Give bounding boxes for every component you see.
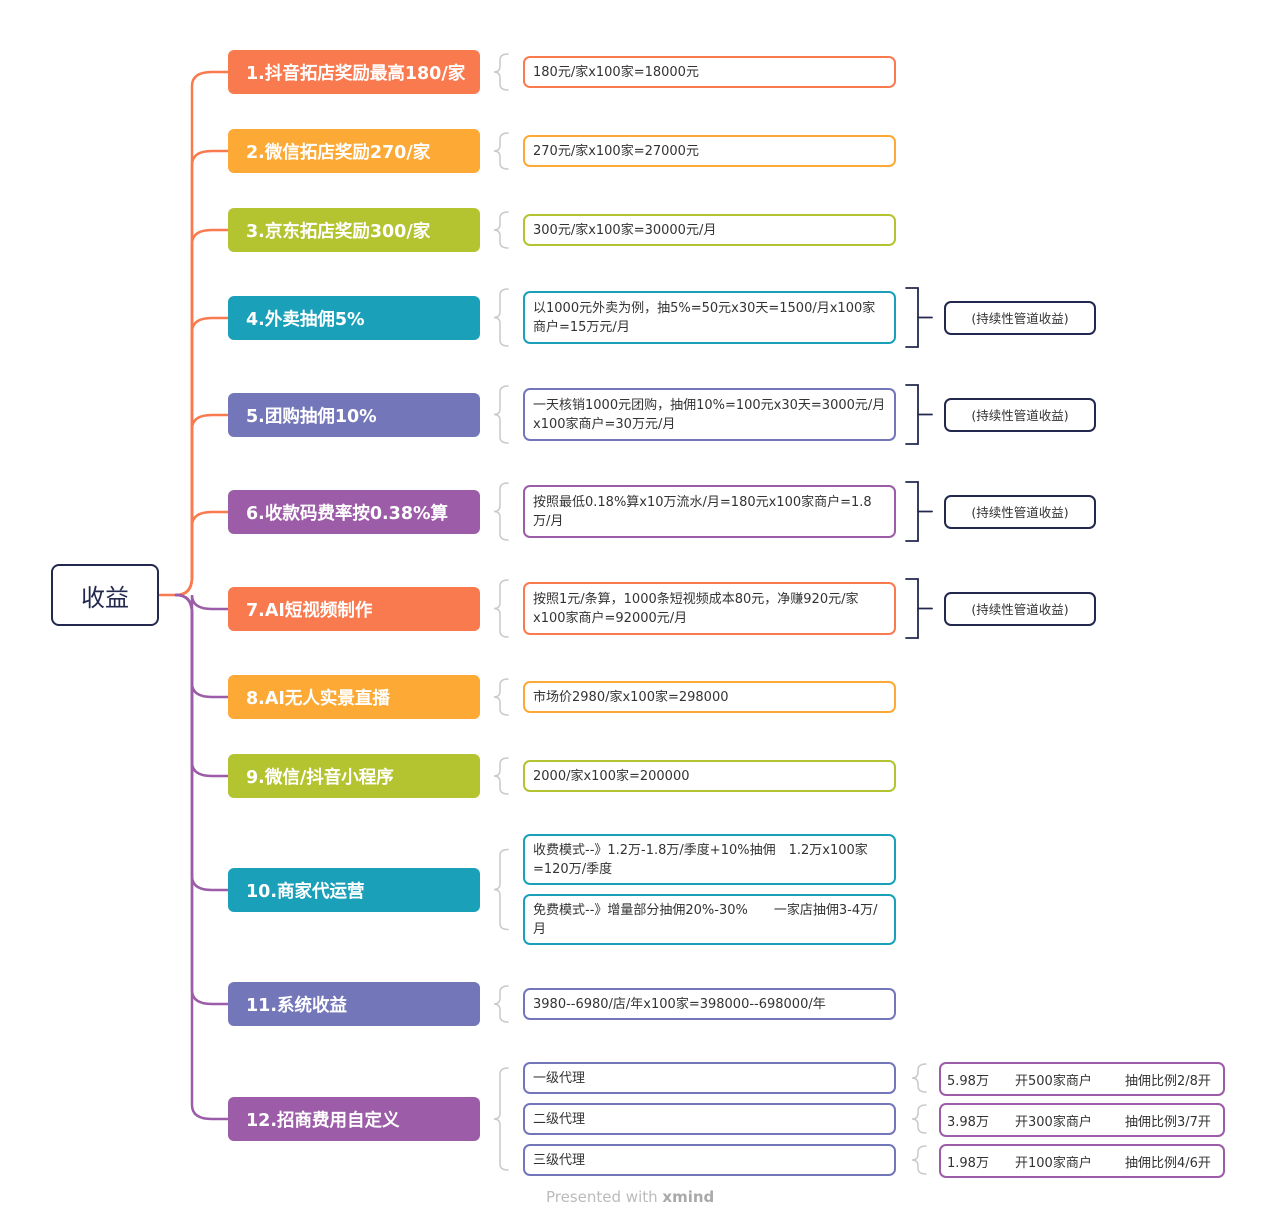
connector-line <box>493 132 509 170</box>
branch-topic-2[interactable]: 2.微信拓店奖励270/家 <box>228 129 480 173</box>
connector-line <box>905 287 919 348</box>
footer-watermark: Presented with xmind <box>546 1188 715 1206</box>
recurring-income-tag[interactable]: (持续性管道收益) <box>944 591 1096 626</box>
connector-line <box>911 1145 927 1175</box>
connector-line <box>174 593 230 699</box>
connector-line <box>493 757 509 795</box>
agent-stores: 开300家商户 <box>1015 1114 1092 1130</box>
connector-line <box>493 848 509 931</box>
agent-price: 3.98万 <box>947 1114 989 1130</box>
leaf-topic[interactable]: 270元/家x100家=27000元 <box>523 135 896 167</box>
connector-line <box>174 593 230 892</box>
connector-line <box>174 593 230 1006</box>
agent-stores: 开100家商户 <box>1015 1155 1092 1171</box>
leaf-topic[interactable]: 以1000元外卖为例，抽5%=50元x30天=1500/月x100家商户=15万… <box>523 291 896 344</box>
agent-tier-detail[interactable]: 1.98万 开100家商户 抽佣比例4/6开 <box>939 1144 1225 1178</box>
connector-line <box>493 211 509 249</box>
root-topic[interactable]: 收益 <box>51 564 159 626</box>
agent-stores: 开500家商户 <box>1015 1073 1092 1089</box>
connector-line <box>174 149 230 597</box>
branch-topic-8[interactable]: 8.AI无人实景直播 <box>228 675 480 719</box>
connector-line <box>174 593 230 778</box>
leaf-topic[interactable]: 市场价2980/家x100家=298000 <box>523 681 896 713</box>
recurring-income-tag[interactable]: (持续性管道收益) <box>944 397 1096 432</box>
branch-topic-12[interactable]: 12.招商费用自定义 <box>228 1097 480 1141</box>
branch-topic-10[interactable]: 10.商家代运营 <box>228 868 480 912</box>
leaf-topic[interactable]: 收费模式--》1.2万-1.8万/季度+10%抽佣 1.2万x100家=120万… <box>523 834 896 885</box>
xmind-brand: xmind <box>662 1188 715 1206</box>
agent-price: 1.98万 <box>947 1155 989 1171</box>
agent-ratio: 抽佣比例3/7开 <box>1125 1114 1211 1130</box>
connector-line <box>493 1067 509 1171</box>
connector-line <box>911 1104 927 1134</box>
connector-line <box>905 481 919 542</box>
connector-line <box>905 578 919 639</box>
recurring-income-tag[interactable]: (持续性管道收益) <box>944 300 1096 335</box>
connector-line <box>493 385 509 444</box>
recurring-income-tag[interactable]: (持续性管道收益) <box>944 494 1096 529</box>
branch-topic-11[interactable]: 11.系统收益 <box>228 982 480 1026</box>
leaf-topic[interactable]: 3980--6980/店/年x100家=398000--698000/年 <box>523 988 896 1020</box>
connector-line <box>174 413 230 597</box>
connector-line <box>493 579 509 638</box>
connector-line <box>493 482 509 541</box>
branch-topic-5[interactable]: 5.团购抽佣10% <box>228 393 480 437</box>
agent-price: 5.98万 <box>947 1073 989 1089</box>
connector-line <box>493 288 509 347</box>
leaf-topic[interactable]: 300元/家x100家=30000元/月 <box>523 214 896 246</box>
branch-topic-9[interactable]: 9.微信/抖音小程序 <box>228 754 480 798</box>
leaf-topic[interactable]: 一级代理 <box>523 1062 896 1094</box>
agent-ratio: 抽佣比例2/8开 <box>1125 1073 1211 1089</box>
connector-line <box>493 53 509 91</box>
branch-topic-7[interactable]: 7.AI短视频制作 <box>228 587 480 631</box>
leaf-topic[interactable]: 三级代理 <box>523 1144 896 1176</box>
connector-line <box>174 510 230 597</box>
leaf-topic[interactable]: 按照1元/条算，1000条短视频成本80元，净赚920元/家x100家商户=92… <box>523 582 896 635</box>
leaf-topic[interactable]: 180元/家x100家=18000元 <box>523 56 896 88</box>
connector-line <box>493 985 509 1023</box>
connector-line <box>493 678 509 716</box>
leaf-topic[interactable]: 二级代理 <box>523 1103 896 1135</box>
leaf-topic[interactable]: 免费模式--》增量部分抽佣20%-30% 一家店抽佣3-4万/月 <box>523 894 896 945</box>
branch-topic-6[interactable]: 6.收款码费率按0.38%算 <box>228 490 480 534</box>
branch-topic-1[interactable]: 1.抖音拓店奖励最高180/家 <box>228 50 480 94</box>
leaf-topic[interactable]: 2000/家x100家=200000 <box>523 760 896 792</box>
connector-line <box>174 593 230 1121</box>
agent-tier-detail[interactable]: 3.98万 开300家商户 抽佣比例3/7开 <box>939 1103 1225 1137</box>
branch-topic-4[interactable]: 4.外卖抽佣5% <box>228 296 480 340</box>
leaf-topic[interactable]: 一天核销1000元团购，抽佣10%=100元x30天=3000元/月x100家商… <box>523 388 896 441</box>
leaf-topic[interactable]: 按照最低0.18%算x10万流水/月=180元x100家商户=1.8万/月 <box>523 485 896 538</box>
connector-line <box>905 384 919 445</box>
connector-line <box>174 228 230 597</box>
branch-topic-3[interactable]: 3.京东拓店奖励300/家 <box>228 208 480 252</box>
agent-ratio: 抽佣比例4/6开 <box>1125 1155 1211 1171</box>
agent-tier-detail[interactable]: 5.98万 开500家商户 抽佣比例2/8开 <box>939 1062 1225 1096</box>
connector-line <box>911 1063 927 1093</box>
connector-line <box>174 316 230 597</box>
